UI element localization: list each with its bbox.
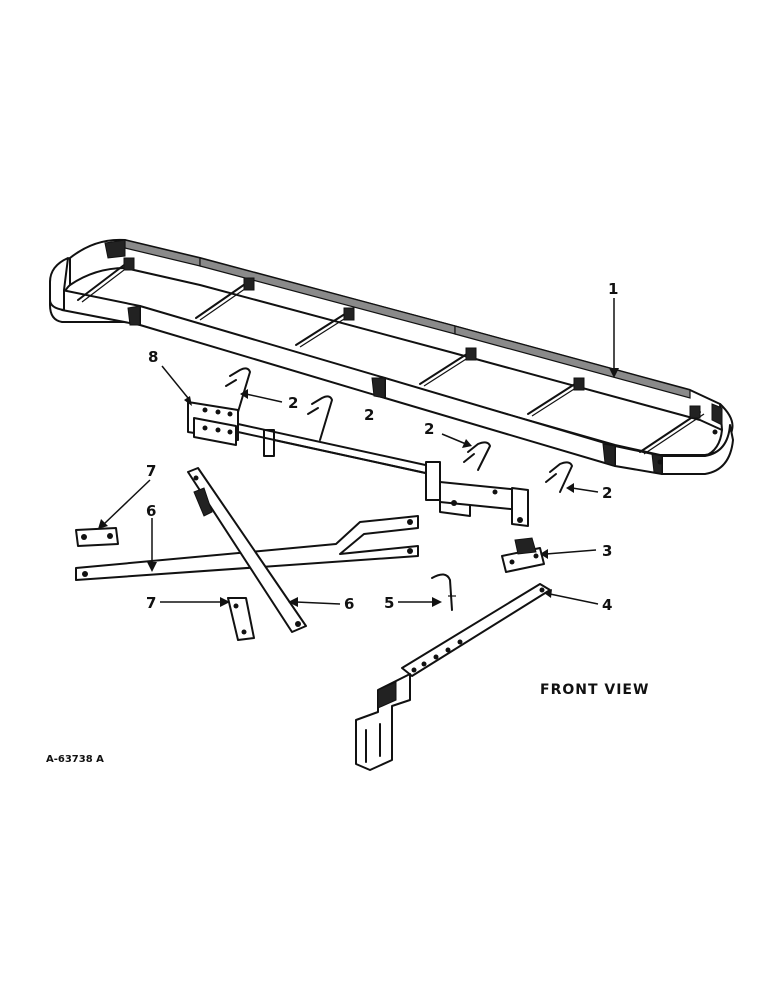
- u-bolt-part-2-left: [225, 367, 251, 413]
- clip-part-3: [501, 537, 545, 573]
- callout-labels: 1 2 2 2 2 3 4 5 6 6 7 7 8: [146, 280, 618, 614]
- callout-1: 1: [608, 280, 618, 298]
- callout-2-left: 2: [288, 394, 298, 412]
- callout-leaders: [98, 298, 619, 607]
- u-bolt-part-2-center: [307, 395, 333, 441]
- strap-part-6-horizontal: [75, 515, 419, 581]
- callout-6-upper: 6: [146, 502, 156, 520]
- bracket-assembly-part-8: [187, 401, 529, 527]
- callout-5: 5: [384, 594, 394, 612]
- callout-2-right-upper: 2: [424, 420, 434, 438]
- drawing-number: A-63738 A: [46, 754, 104, 765]
- callout-7-upper: 7: [146, 462, 156, 480]
- callout-4: 4: [602, 596, 612, 614]
- u-bolt-part-2-right-upper: [463, 441, 491, 471]
- clip-part-7-lower: [227, 597, 255, 641]
- pin-part-5: [431, 573, 456, 611]
- strap-part-6-diagonal: [187, 467, 307, 633]
- callout-3: 3: [602, 542, 612, 560]
- platform-frame-part-1: [49, 238, 734, 475]
- callout-8: 8: [148, 348, 158, 366]
- u-bolt-part-2-right-lower: [545, 461, 573, 493]
- clip-part-7-upper: [75, 527, 119, 547]
- callout-2-right-lower: 2: [602, 484, 612, 502]
- hitch-bar-part-4: [355, 583, 551, 771]
- view-caption: FRONT VIEW: [540, 682, 649, 698]
- callout-2-center: 2: [364, 406, 374, 424]
- callout-7-lower: 7: [146, 594, 156, 612]
- callout-6-lower: 6: [344, 595, 354, 613]
